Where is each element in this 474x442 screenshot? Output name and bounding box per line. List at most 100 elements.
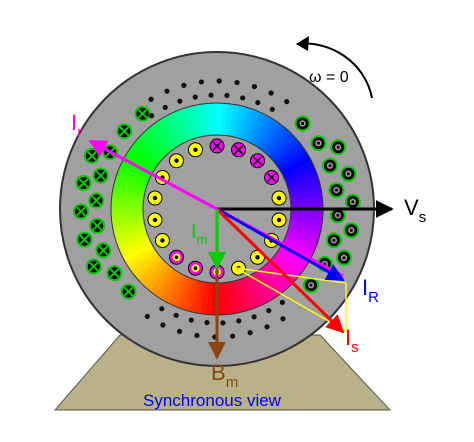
stator-small-slot [279, 299, 285, 305]
ring-segment [260, 123, 284, 152]
ring-segment [150, 266, 174, 295]
stator-small-slot [220, 320, 226, 326]
rotor-slot-into [249, 153, 265, 169]
ring-segment [113, 224, 146, 237]
label-iR: IR [362, 275, 379, 306]
ring-segment [111, 216, 144, 226]
ring-segment [288, 224, 321, 237]
ring-segment [263, 263, 288, 292]
ring-segment [274, 142, 303, 166]
ring-segment [131, 252, 160, 276]
ring-segment [205, 282, 214, 315]
rotor-slot-outof [147, 212, 163, 228]
ring-segment [271, 255, 300, 281]
stator-small-slot [144, 313, 150, 319]
ring-segment [145, 263, 171, 292]
label-bm: Bm [211, 360, 238, 391]
stator-small-slot [204, 319, 210, 326]
ring-segment [118, 165, 150, 183]
ring-segment [141, 261, 168, 288]
ring-segment [120, 160, 152, 179]
ring-segment [159, 270, 180, 301]
label-is: Is [345, 325, 359, 356]
stator-slot-outof [321, 157, 338, 174]
stator-small-slot [173, 312, 179, 319]
ring-segment [120, 238, 152, 258]
stator-small-slot [268, 90, 274, 96]
ring-segment [116, 170, 148, 187]
ring-segment [250, 114, 271, 146]
stator-slot-into [106, 265, 123, 282]
stator-slot-into [73, 203, 90, 220]
ring-segment [224, 282, 234, 315]
ring-segment [138, 258, 165, 284]
rotor-slot-into [264, 170, 280, 185]
ring-segment [164, 114, 184, 145]
stator-slot-into [134, 105, 151, 122]
ring-segment [146, 126, 171, 155]
ring-segment [173, 276, 191, 308]
stator-slot-outof [335, 249, 352, 266]
stator-slot-outof [303, 277, 320, 294]
stator-slot-into [75, 175, 92, 192]
stator-slot-into [120, 283, 137, 300]
stator-slot-into [95, 242, 112, 259]
ring-segment [200, 103, 210, 136]
ring-segment [205, 103, 214, 136]
ring-segment [194, 104, 206, 137]
stator-small-slot [236, 318, 242, 324]
ring-segment [271, 138, 300, 163]
ring-segment [168, 112, 188, 144]
ring-segment [250, 273, 270, 304]
ring-segment [179, 108, 195, 140]
ring-segment [113, 181, 146, 194]
stator-small-slot [216, 78, 222, 84]
stator-small-slot [208, 92, 214, 98]
stator-small-slot [229, 333, 236, 339]
ring-segment [111, 208, 144, 215]
ring-segment [290, 216, 323, 226]
stator-slot-into [116, 123, 133, 140]
stator-slot-into [88, 192, 105, 209]
ring-segment [289, 220, 322, 232]
ring-segment [278, 246, 309, 267]
stator-slot-into [85, 258, 102, 275]
stator-small-slot [251, 83, 258, 90]
ring-segment [224, 103, 234, 136]
rotor-slot-into [231, 142, 247, 158]
stator-slot-outof [340, 165, 357, 182]
stator-small-slot [264, 324, 270, 330]
rotor-slot-outof [187, 142, 203, 158]
ring-segment [211, 103, 218, 136]
ring-segment [189, 105, 202, 138]
ring-segment [159, 117, 181, 147]
stator-small-slot [240, 95, 246, 101]
stator-small-slot [188, 317, 194, 323]
rotor-slot-outof [271, 212, 287, 228]
ring-segment [287, 228, 320, 243]
ring-segment [200, 282, 210, 315]
vector-ir [88, 139, 218, 211]
ring-segment [290, 212, 323, 221]
ring-segment [128, 146, 158, 169]
ring-segment [138, 133, 165, 160]
gradient-ring [110, 102, 324, 316]
stator-slot-outof [310, 135, 327, 152]
ring-segment [269, 134, 296, 160]
vector-iR [216, 207, 345, 282]
ring-segment [163, 272, 184, 304]
ring-segment [117, 235, 150, 253]
ring-segment [154, 119, 177, 150]
ring-segment [289, 186, 322, 198]
ring-segment [282, 160, 314, 180]
stator-small-slot [159, 306, 165, 312]
ring-segment [142, 130, 168, 157]
ring-segment [134, 255, 163, 280]
rotor-slot-outof [271, 190, 287, 206]
ring-segment [287, 176, 320, 191]
ring-segment [114, 175, 147, 190]
ring-segment [254, 117, 275, 148]
ring-segment [220, 103, 229, 136]
ring-segment [253, 271, 275, 301]
